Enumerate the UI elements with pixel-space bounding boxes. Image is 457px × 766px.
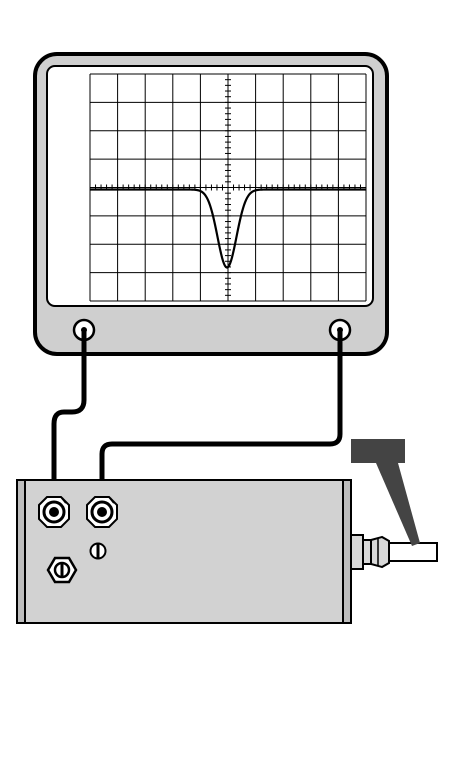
box-body	[17, 480, 351, 623]
hex-nut-icon[interactable]	[48, 558, 76, 582]
pointer-marker	[351, 439, 420, 546]
bnc-connector-icon[interactable]	[87, 497, 117, 527]
box-end-right	[343, 480, 351, 623]
screw-icon[interactable]	[91, 544, 106, 559]
oscilloscope-monitor	[35, 54, 387, 354]
instrument-box	[17, 439, 437, 623]
bnc-connector-icon[interactable]	[39, 497, 69, 527]
probe-tube	[389, 543, 437, 561]
side-fitting	[351, 535, 437, 569]
box-end-left	[17, 480, 25, 623]
